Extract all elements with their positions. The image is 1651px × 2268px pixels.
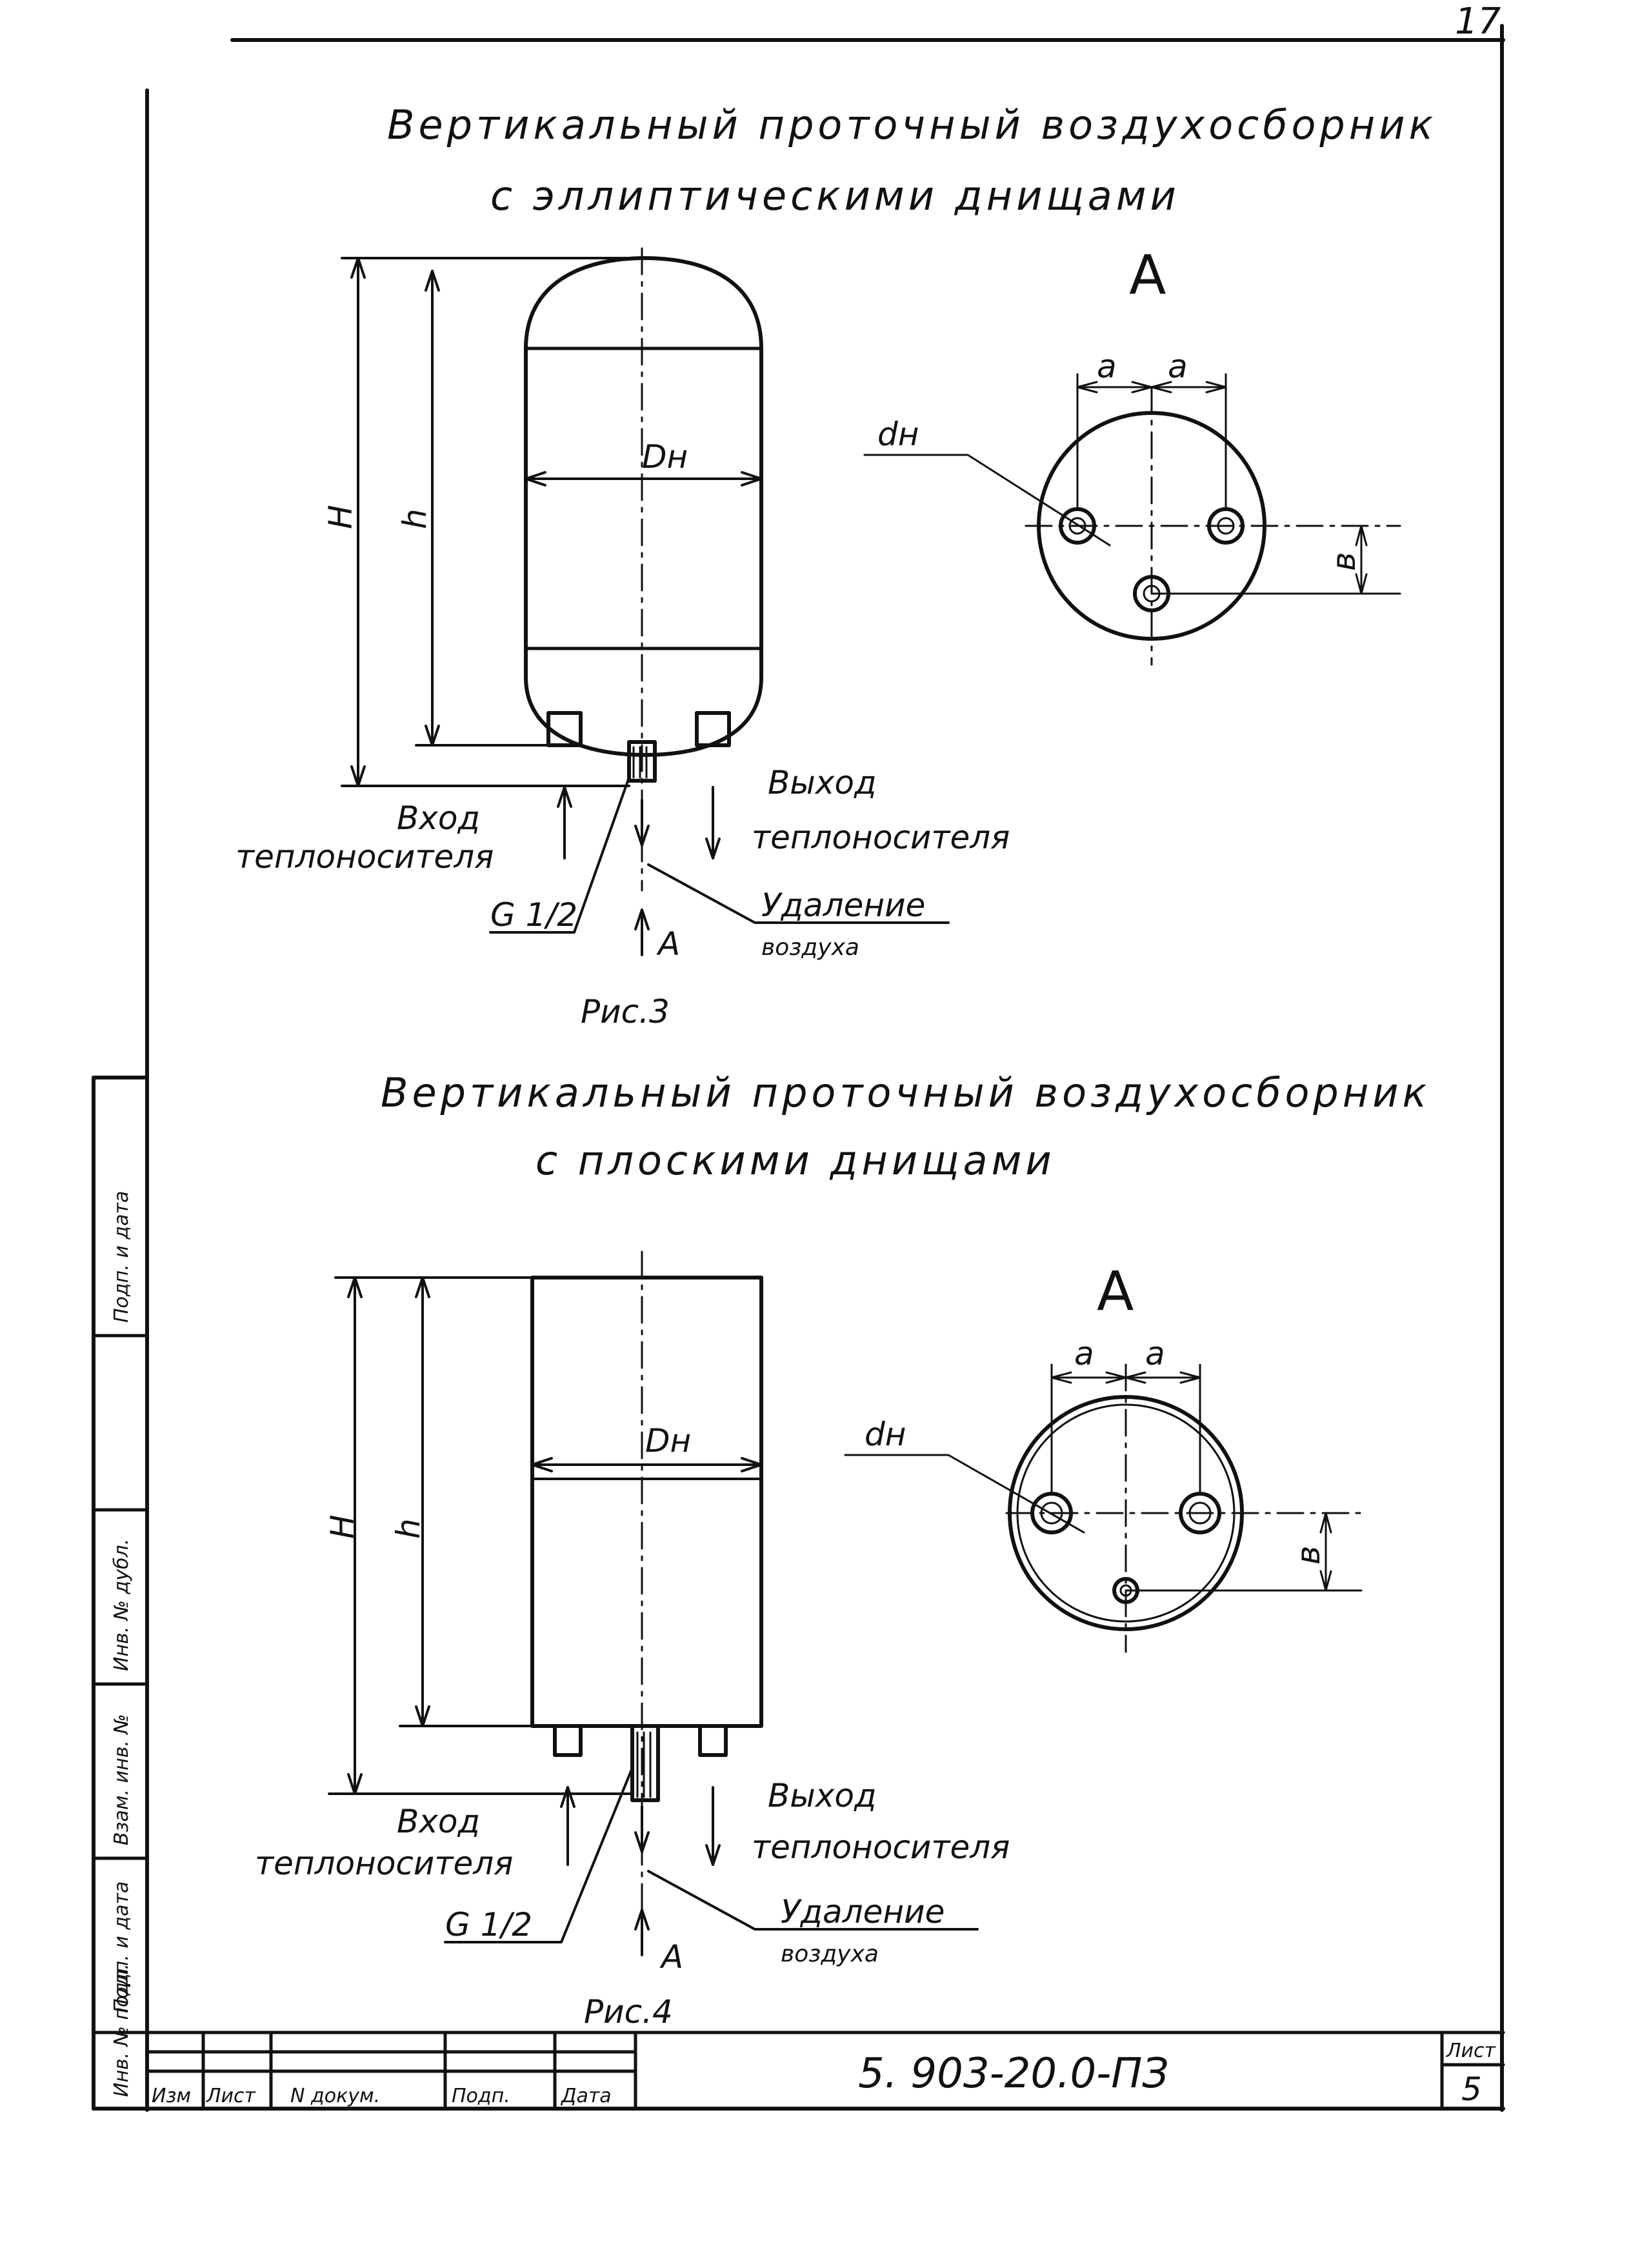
fig4-label-a1: a [1074, 1335, 1094, 1372]
side-stamp: Инв. № подл. Подп. и дата Взам. инв. № И… [92, 1191, 149, 2097]
fig4-flow-arrows [444, 1767, 979, 1956]
tb-col-doc: N докум. [290, 2085, 380, 2107]
sheet-frame [92, 24, 1505, 2112]
doc-number: 5. 903-20.0-ПЗ [858, 2050, 1168, 2098]
fig4-title-line1: Вертикальный проточный воздухосборник [381, 1069, 1430, 1116]
fig4-dimension-Dn [531, 1457, 763, 1472]
fig3-outlet-line1: Выход [768, 764, 877, 801]
fig4-inlet-line1: Вход [397, 1803, 480, 1840]
fig3-title-line2: с эллиптическими днищами [490, 172, 1180, 219]
fig3-caption: Рис.3 [581, 993, 670, 1030]
fig3-label-a2: a [1168, 348, 1188, 385]
tb-col-izm: Изм [152, 2085, 191, 2107]
sheet-label: Лист [1446, 2040, 1497, 2062]
tb-col-sign: Подп. [452, 2085, 510, 2107]
fig4-air-line1: Удаление [781, 1893, 945, 1931]
fig3-thread: G 1/2 [490, 896, 577, 934]
tb-col-list: Лист [206, 2085, 257, 2107]
fig4-view-title: А [1097, 1259, 1134, 1323]
fig4-caption: Рис.4 [584, 1993, 673, 2031]
figure-4: Вертикальный проточный воздухосборник с … [255, 1069, 1430, 2031]
fig3-dimension-H [341, 257, 643, 787]
fig4-label-Dn: Dн [645, 1422, 691, 1460]
fig3-view-mark: A [656, 925, 680, 963]
fig4-label-dn: dн [865, 1416, 906, 1453]
fig4-label-H: H [324, 1514, 361, 1539]
fig4-label-h: h [390, 1518, 427, 1539]
fig3-label-h: h [396, 508, 434, 529]
fig3-inlet-line2: теплоносителя [235, 838, 494, 876]
fig3-view-title: А [1129, 243, 1166, 306]
fig3-title-line1: Вертикальный проточный воздухосборник [387, 101, 1437, 148]
fig3-vessel-elliptical [524, 247, 763, 892]
stamp-inv-dup: Инв. № дубл. [110, 1539, 133, 1671]
fig4-outlet-line2: теплоносителя [752, 1829, 1010, 1866]
fig3-flow-arrows [489, 776, 950, 956]
fig4-view-A [844, 1363, 1363, 1653]
fig3-label-b: в [1325, 552, 1363, 571]
fig3-air-line2: воздуха [761, 934, 859, 961]
tb-col-date: Дата [560, 2085, 612, 2107]
fig4-thread: G 1/2 [445, 1906, 532, 1943]
fig3-label-Dn: Dн [642, 438, 688, 476]
stamp-sign-date-2: Подп. и дата [110, 1191, 133, 1323]
stamp-sign-date-1: Подп. и дата [110, 1882, 133, 2013]
fig3-inlet-line1: Вход [397, 799, 480, 837]
fig4-label-a2: a [1145, 1335, 1165, 1372]
fig3-label-dn: dн [877, 416, 919, 453]
title-block: Изм Лист N докум. Подп. Дата 5. 903-20.0… [145, 2031, 1505, 2111]
fig4-inlet-line2: теплоносителя [255, 1845, 513, 1882]
stamp-inv-orig: Инв. № подл. [110, 1963, 133, 2097]
fig4-air-line2: воздуха [781, 1941, 879, 1967]
fig3-air-line1: Удаление [761, 887, 925, 924]
fig4-dimension-H [328, 1276, 634, 1795]
fig3-label-H: H [322, 505, 359, 529]
page-number: 17 [1455, 1, 1501, 43]
fig4-title-line2: с плоскими днищами [535, 1137, 1056, 1184]
fig3-view-A [863, 373, 1401, 666]
fig4-dimension-h [399, 1276, 556, 1727]
figure-3: Вертикальный проточный воздухосборник с … [235, 101, 1437, 1030]
fig4-outlet-line1: Выход [768, 1777, 877, 1814]
fig3-outlet-line2: теплоносителя [752, 819, 1010, 856]
fig3-dimension-h [415, 270, 550, 747]
fig3-label-a1: a [1097, 348, 1117, 385]
fig4-view-mark: A [659, 1938, 683, 1976]
fig3-dimension-Dn [525, 471, 763, 487]
fig4-label-b: в [1290, 1546, 1327, 1565]
stamp-replace-inv: Взам. инв. № [110, 1714, 133, 1845]
sheet-number: 5 [1461, 2071, 1482, 2108]
